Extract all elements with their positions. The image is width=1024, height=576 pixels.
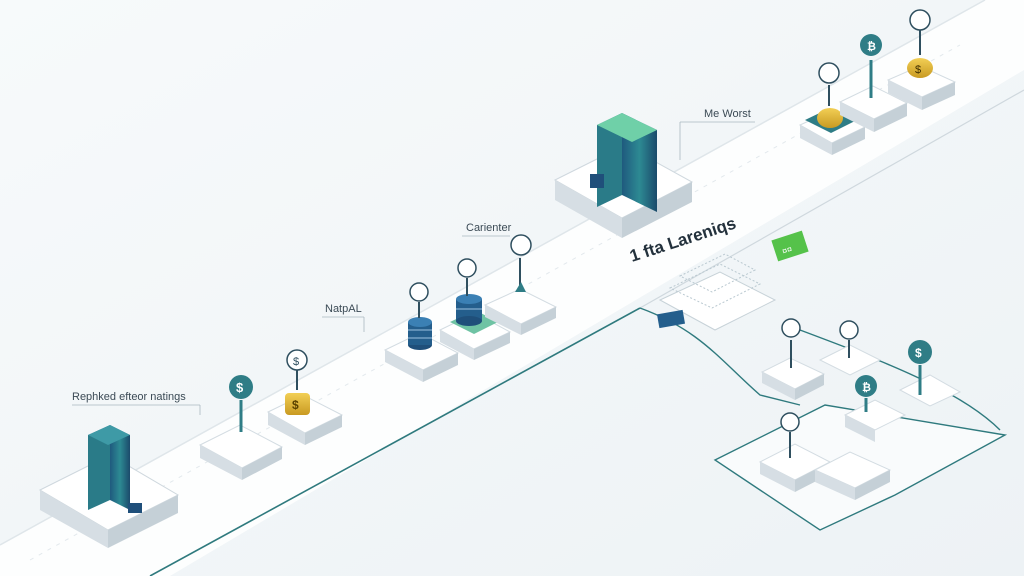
gold-coin-node[interactable]: $ $ bbox=[266, 349, 344, 445]
branch-node-2[interactable] bbox=[818, 320, 882, 376]
dollar-coin-icon bbox=[817, 108, 843, 128]
svg-text:Carienter: Carienter bbox=[466, 222, 512, 234]
branch-node-4[interactable]: ₿ bbox=[843, 375, 907, 442]
map-pin-icon bbox=[839, 320, 859, 358]
tower-node-central[interactable] bbox=[553, 113, 694, 238]
dollar-coin-icon: $ bbox=[285, 393, 310, 415]
pin-node-1[interactable]: $ bbox=[198, 375, 284, 480]
tower-node-left[interactable] bbox=[38, 425, 180, 548]
pin-node-3[interactable] bbox=[483, 234, 558, 335]
dollar-coin-icon: $ bbox=[908, 340, 932, 395]
dollar-coin-icon: $ bbox=[907, 58, 933, 78]
svg-text:$: $ bbox=[915, 64, 921, 76]
svg-text:¤¤: ¤¤ bbox=[781, 244, 794, 257]
svg-text:$: $ bbox=[293, 356, 299, 368]
database-node-2[interactable] bbox=[438, 258, 512, 360]
svg-text:$: $ bbox=[915, 346, 922, 360]
map-pin-icon bbox=[780, 412, 800, 458]
map-pin-icon: ₿ bbox=[860, 34, 882, 98]
server-rack-icon[interactable] bbox=[656, 253, 777, 331]
branch-node-3[interactable]: $ bbox=[898, 340, 962, 407]
database-stack-icon bbox=[408, 317, 432, 350]
label-carienter: Carienter bbox=[462, 222, 512, 237]
branch-node-1[interactable] bbox=[760, 318, 826, 400]
svg-text:$: $ bbox=[236, 380, 244, 395]
map-pin-icon bbox=[409, 282, 429, 318]
database-node[interactable] bbox=[383, 282, 460, 382]
office-tower-icon bbox=[88, 425, 130, 510]
label-replaced-ratings: Rephked efteor natings bbox=[72, 391, 201, 415]
map-pin-icon bbox=[781, 318, 801, 368]
svg-text:NatpAL: NatpAL bbox=[325, 303, 362, 315]
map-pin-icon: $ bbox=[286, 349, 308, 390]
svg-text:$: $ bbox=[292, 398, 299, 412]
svg-text:Me Worst: Me Worst bbox=[704, 108, 751, 120]
map-pin-icon bbox=[510, 234, 532, 292]
office-tower-icon bbox=[597, 113, 657, 212]
svg-text:₿: ₿ bbox=[862, 382, 871, 394]
svg-text:₿: ₿ bbox=[867, 41, 876, 53]
green-flag-icon: ¤¤ bbox=[771, 230, 809, 262]
database-stack-icon bbox=[456, 294, 482, 326]
label-natal: NatpAL bbox=[322, 303, 365, 332]
map-pin-icon bbox=[818, 62, 840, 106]
small-server-icon bbox=[128, 503, 142, 513]
map-pin-icon bbox=[909, 9, 931, 55]
svg-text:Rephked efteor natings: Rephked efteor natings bbox=[72, 391, 186, 403]
dollar-coin-icon: ₿ bbox=[855, 375, 877, 412]
label-me-worst: Me Worst bbox=[679, 108, 755, 160]
dollar-coin-icon: $ bbox=[229, 375, 253, 432]
branch-node-6[interactable] bbox=[813, 451, 892, 500]
map-pin-icon bbox=[457, 258, 477, 296]
gold-coin-node-top-2[interactable]: $ bbox=[886, 9, 957, 110]
pin-node-top[interactable]: ₿ bbox=[838, 34, 909, 132]
gold-coin-node-top[interactable] bbox=[798, 62, 867, 155]
small-server-icon bbox=[590, 174, 604, 188]
